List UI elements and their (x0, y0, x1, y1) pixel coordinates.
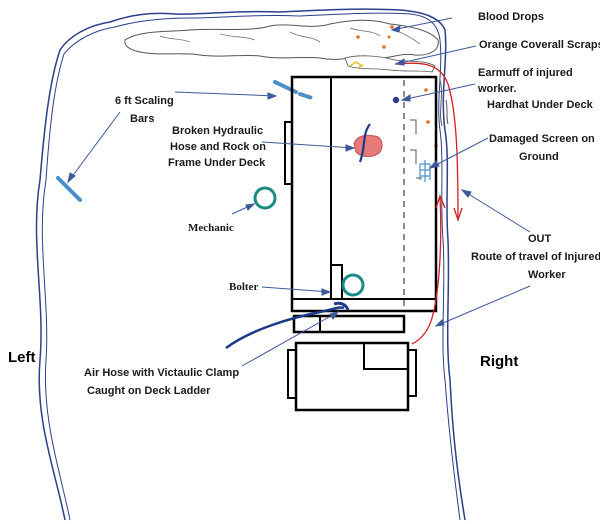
air-hose (225, 306, 345, 350)
route-of-travel-return (411, 195, 442, 345)
arrow-head (390, 25, 401, 33)
blood-drop (387, 35, 391, 39)
damaged-screen (419, 160, 431, 182)
label-hose-2: Hose and Rock on (170, 141, 266, 153)
entry-rib-outline-inner (41, 12, 461, 521)
label-screen-1: Damaged Screen on (489, 133, 595, 145)
route-of-travel (394, 62, 459, 219)
hardhat-under-deck (439, 79, 449, 127)
label-scaling-1: 6 ft Scaling (115, 95, 174, 107)
scaling-bar-left (56, 176, 82, 202)
blood-drop (382, 45, 386, 49)
label-screen-2: Ground (519, 151, 559, 163)
air-hose-clamp (333, 301, 350, 311)
label-bolter: Bolter (229, 281, 258, 293)
blood-drop (390, 25, 394, 29)
arrow-head (428, 160, 440, 169)
deck-ladder (330, 264, 343, 300)
callout-earmuff (401, 83, 476, 101)
label-route-1: Route of travel of Injured (471, 251, 600, 263)
callout-blood-drops (391, 17, 453, 31)
callout-bolter (261, 286, 331, 293)
label-earmuff-2: worker. (477, 83, 517, 95)
bolter-deck (290, 75, 438, 313)
label-scaling-2: Bars (130, 113, 154, 125)
rock-on-frame (353, 134, 383, 157)
deck-side-tab-left (284, 121, 293, 185)
arrow-head (245, 203, 256, 211)
coverall-scrap (349, 61, 364, 69)
label-orange-coverall: Orange Coverall Scraps (479, 39, 600, 51)
debris-detail (159, 27, 421, 45)
coverall-scrap-dot (426, 120, 430, 124)
label-out: OUT (528, 233, 552, 245)
earmuff-dot (392, 96, 400, 104)
callout-out (461, 189, 531, 233)
label-air-hose-2: Caught on Deck Ladder (87, 385, 211, 397)
deck-edge-detail (410, 119, 422, 179)
arrow-head (345, 144, 356, 152)
debris-lower (344, 55, 436, 73)
coverall-scrap-dot (424, 88, 428, 92)
bolter-position (341, 273, 365, 297)
label-blood-drops: Blood Drops (478, 11, 544, 23)
callout-scaling-top (174, 91, 277, 97)
machine-rear-body (294, 341, 410, 412)
arrow-head (460, 189, 472, 198)
machine-rear-tab-right (407, 349, 417, 397)
callout-air-hose (241, 311, 339, 367)
machine-rear-box (363, 342, 409, 370)
machine-connector (292, 314, 406, 334)
arrow-head (400, 94, 411, 102)
label-air-hose-1: Air Hose with Victaulic Clamp (84, 367, 239, 379)
label-hardhat: Hardhat Under Deck (487, 99, 594, 111)
label-route-2: Worker (528, 269, 566, 281)
arrow-head (394, 58, 405, 66)
blood-drop (356, 35, 360, 39)
callout-scaling-left (67, 111, 121, 183)
route-return-arrow-head (435, 194, 446, 209)
scaling-bar-top-2 (298, 92, 314, 100)
arrow-head (267, 92, 278, 100)
route-arrow-head (453, 207, 463, 223)
label-hose-3: Frame Under Deck (168, 157, 266, 169)
callout-coverall (395, 45, 477, 65)
callout-route (435, 285, 531, 327)
label-left: Left (8, 349, 36, 366)
machine-rear-tab-left (287, 349, 297, 399)
callout-hose (261, 141, 355, 149)
arrow-head (434, 319, 445, 327)
label-earmuff-1: Earmuff of injured (478, 67, 573, 79)
label-hose-1: Broken Hydraulic (172, 125, 263, 137)
label-right: Right (480, 353, 518, 370)
arrow-head (329, 311, 340, 320)
entry-rib-outline (35, 8, 466, 521)
broken-hydraulic-hose (358, 123, 371, 163)
label-mechanic: Mechanic (188, 222, 234, 234)
arrow-head (67, 172, 76, 184)
callout-screen (429, 137, 489, 169)
mechanic-position (253, 186, 277, 210)
arrow-head (321, 288, 332, 296)
